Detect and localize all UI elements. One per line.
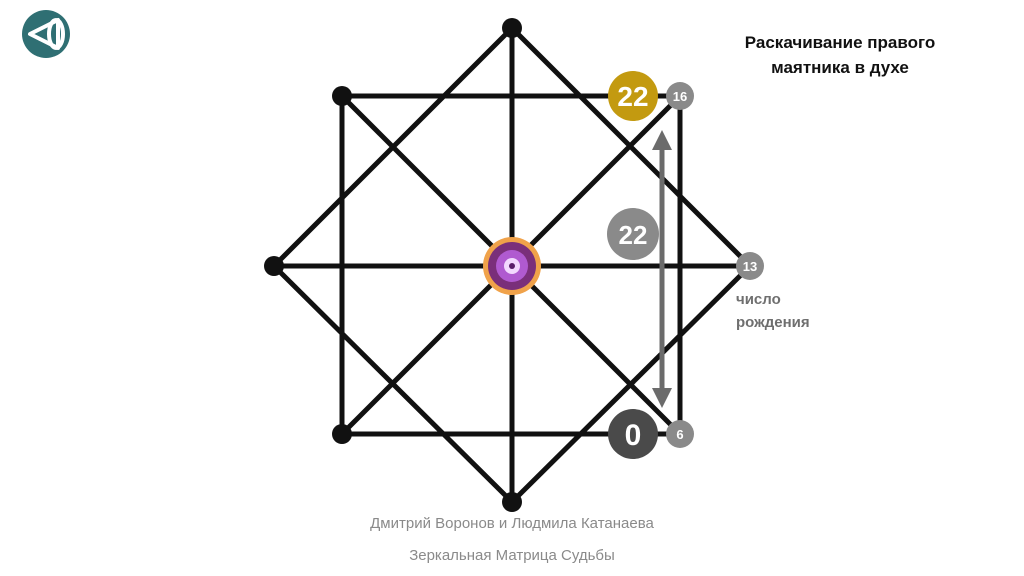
pendulum-arrow — [652, 130, 672, 408]
birth-label-line-2: рождения — [736, 314, 810, 331]
logo-icon — [22, 10, 70, 58]
footer-authors: Дмитрий Воронов и Людмила Катанаева — [370, 515, 654, 532]
badge-bottom-right: 0 — [608, 409, 658, 459]
svg-text:22: 22 — [619, 220, 648, 250]
title-line-1: Раскачивание правого — [744, 33, 936, 52]
footer-project: Зеркальная Матрица Судьбы — [409, 547, 615, 564]
svg-text:0: 0 — [625, 419, 642, 452]
birth-number-label: число рождения — [736, 288, 810, 334]
badge-top-right-small: 16 — [666, 82, 694, 110]
badge-bottom-right-small: 6 — [666, 420, 694, 448]
svg-text:16: 16 — [673, 89, 687, 104]
vertex-top — [502, 18, 522, 38]
badge-top-right: 22 — [608, 71, 658, 121]
birth-label-line-1: число — [736, 291, 781, 308]
badge-right-small: 13 — [736, 252, 764, 280]
center-emblem-icon — [483, 237, 541, 295]
vertex-bottom — [502, 492, 522, 512]
vertex-left — [264, 256, 284, 276]
svg-text:13: 13 — [743, 259, 757, 274]
title-line-2: маятника в духе — [771, 58, 909, 77]
svg-text:6: 6 — [676, 427, 683, 442]
vertex-bottom-left — [332, 424, 352, 444]
diagram-title: Раскачивание правого маятника в духе — [700, 30, 980, 80]
svg-text:22: 22 — [617, 81, 648, 112]
badge-middle: 22 — [607, 208, 659, 260]
vertex-top-left — [332, 86, 352, 106]
vertex-dots — [264, 18, 522, 512]
